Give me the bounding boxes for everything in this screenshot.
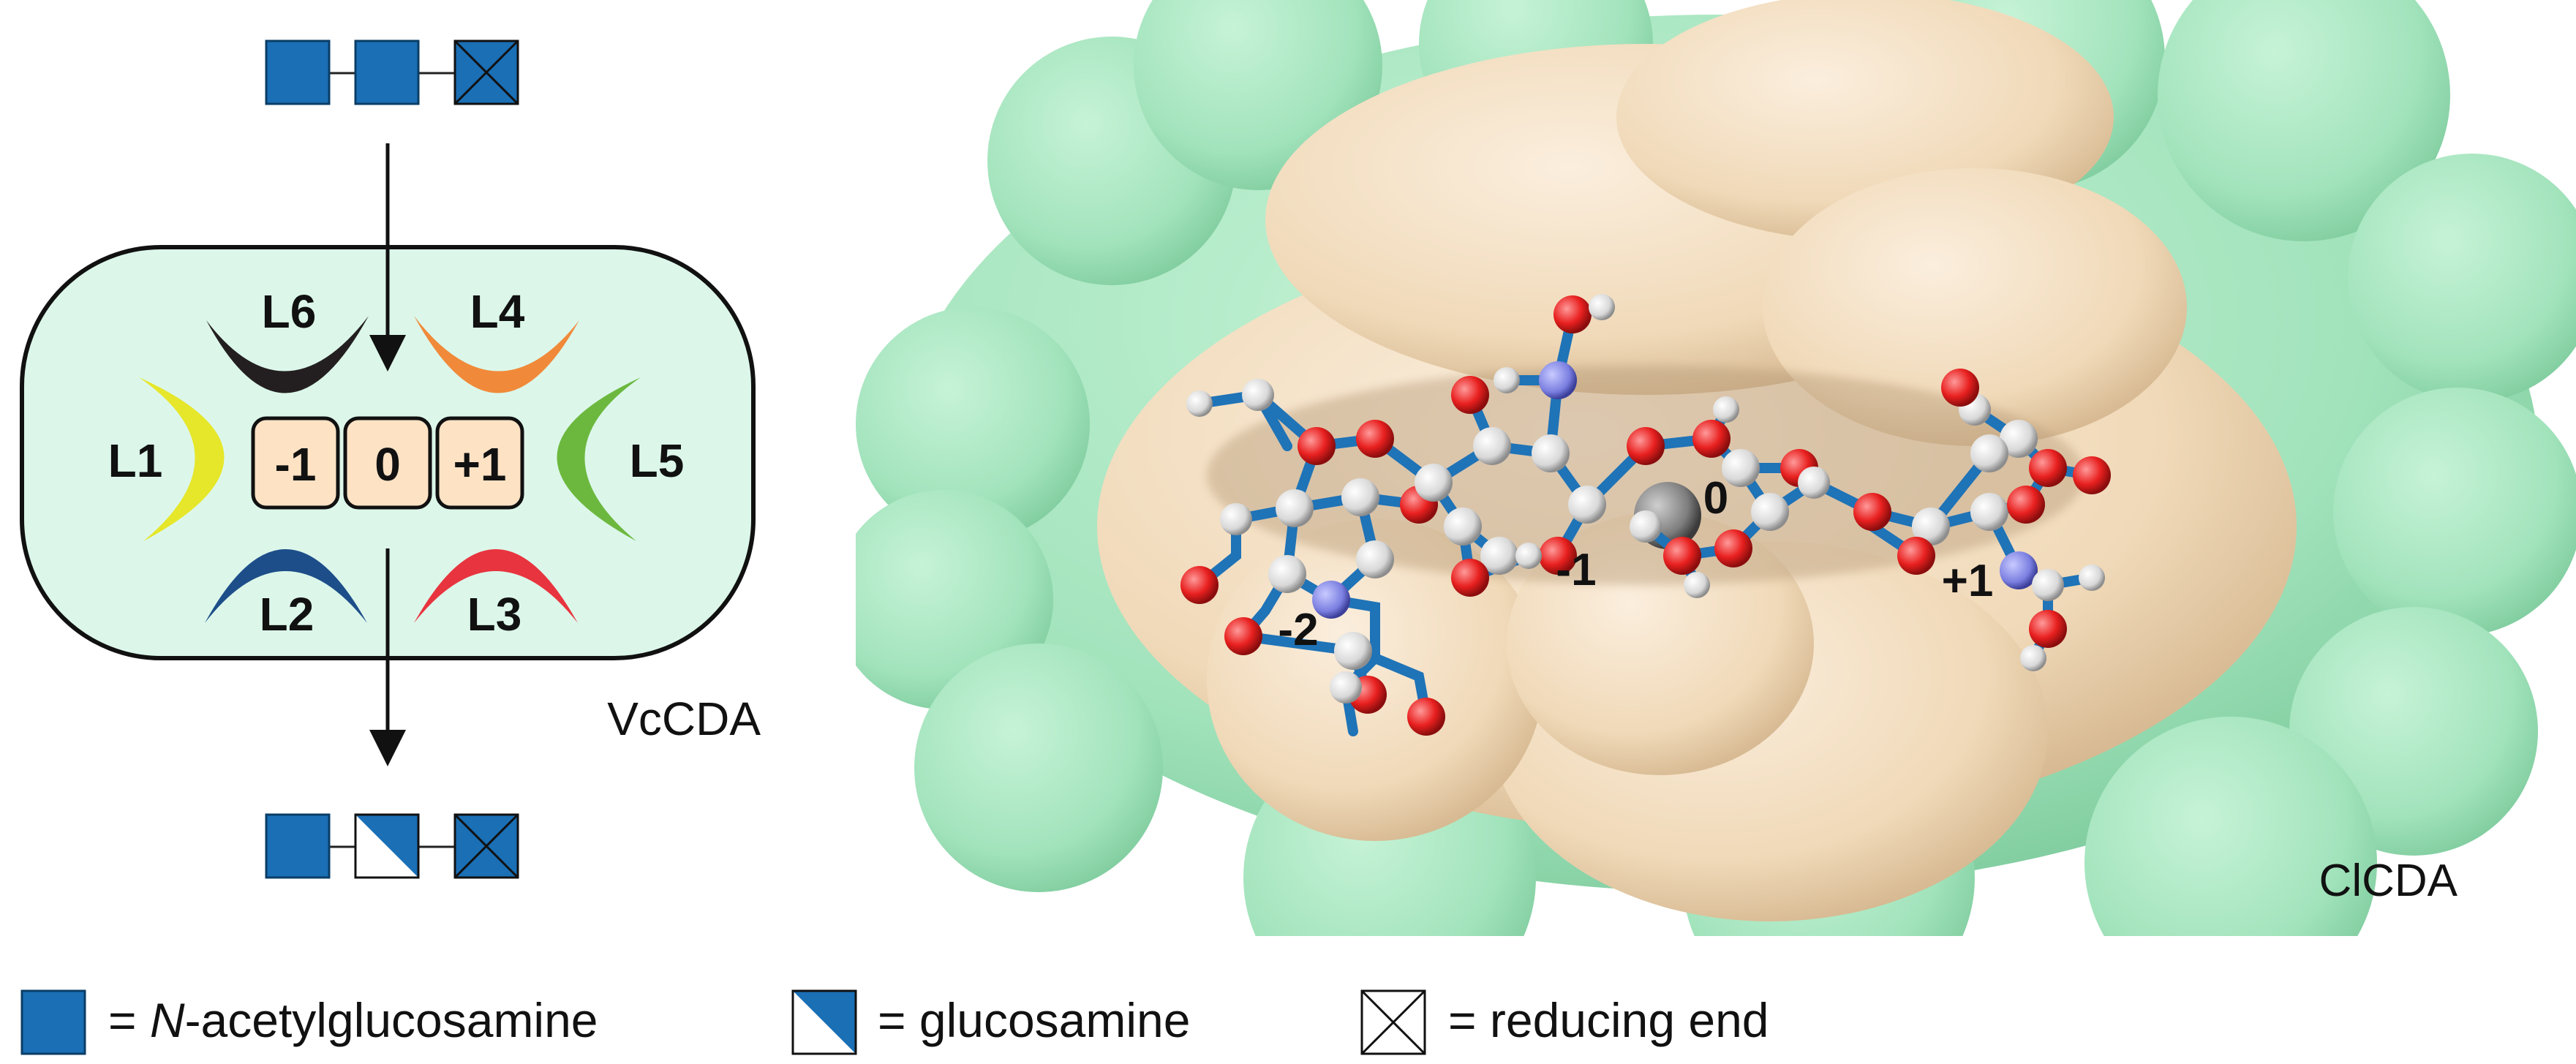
loop-label-l2: L2	[260, 588, 315, 641]
legend-glcnac-italic: N	[150, 993, 185, 1047]
loop-l4	[414, 316, 579, 393]
subsite-box-0	[343, 416, 432, 510]
legend-glcnac-text: -acetylglucosamine	[185, 993, 598, 1047]
legend-glucosamine-prefix: =	[878, 993, 919, 1047]
loop-l6	[206, 316, 369, 393]
loop-label-l6: L6	[262, 285, 317, 338]
legend-item-glcnac: = N-acetylglucosamine	[20, 989, 598, 1055]
legend-reducing-end-text: reducing end	[1490, 993, 1769, 1047]
glcnac-square	[265, 813, 331, 879]
svg-text:= N-acetylglucosamine: = N-acetylglucosamine	[108, 993, 598, 1047]
svg-text:= reducing end: = reducing end	[1448, 993, 1769, 1047]
loop-label-l5: L5	[630, 434, 685, 487]
glcnac-square	[265, 39, 331, 105]
glcnac-square	[354, 39, 420, 105]
enzyme-label-clcda: ClCDA	[2319, 856, 2458, 906]
schematic-panel: L6 L4 L1 L5 L2 L3 -1 0 +1 VcCDA	[20, 39, 761, 879]
subsite-box-plus1	[435, 416, 524, 510]
subsite-label-minus1: -1	[275, 438, 317, 491]
legend: = N-acetylglucosamine = glucosamine = re…	[20, 989, 1769, 1055]
product-trisaccharide	[265, 813, 519, 879]
loop-l2	[205, 549, 367, 623]
loop-label-l4: L4	[470, 285, 525, 338]
ligand-atoms	[1180, 294, 2111, 736]
reducing-end-square	[453, 39, 519, 105]
svg-text:= glucosamine: = glucosamine	[878, 993, 1190, 1047]
loop-label-l1: L1	[108, 434, 163, 487]
legend-glucosamine-text: glucosamine	[919, 993, 1191, 1047]
subsite-label-0: 0	[374, 438, 401, 491]
enzyme-label-vccda: VcCDA	[607, 693, 761, 745]
loop-l5	[557, 377, 641, 541]
subsite-label-plus1: +1	[453, 438, 507, 491]
subsite-box-minus1	[251, 416, 340, 510]
legend-item-reducing-end: = reducing end	[1360, 989, 1769, 1055]
glucosamine-square	[354, 813, 420, 879]
loop-l1	[139, 377, 225, 541]
loop-label-l3: L3	[467, 588, 522, 641]
legend-item-glucosamine: = glucosamine	[791, 989, 1190, 1055]
substrate-trisaccharide	[265, 39, 519, 105]
structure-subsite-minus1: -1	[1556, 545, 1596, 595]
legend-glucosamine-swatch	[793, 991, 856, 1054]
loop-l3	[414, 549, 578, 623]
legend-glcnac-prefix: =	[108, 993, 150, 1047]
legend-reducing-end-prefix: =	[1448, 993, 1490, 1047]
structure-subsite-0: 0	[1703, 473, 1728, 524]
binding-groove-shadow	[1207, 366, 2084, 585]
legend-glcnac-swatch	[20, 989, 86, 1055]
structure-subsite-minus2: -2	[1278, 605, 1318, 655]
structure-subsite-plus1: +1	[1942, 556, 1994, 606]
reducing-end-square	[453, 813, 519, 879]
structure-panel: -2 -1 0 +1 ClCDA	[856, 0, 2576, 936]
